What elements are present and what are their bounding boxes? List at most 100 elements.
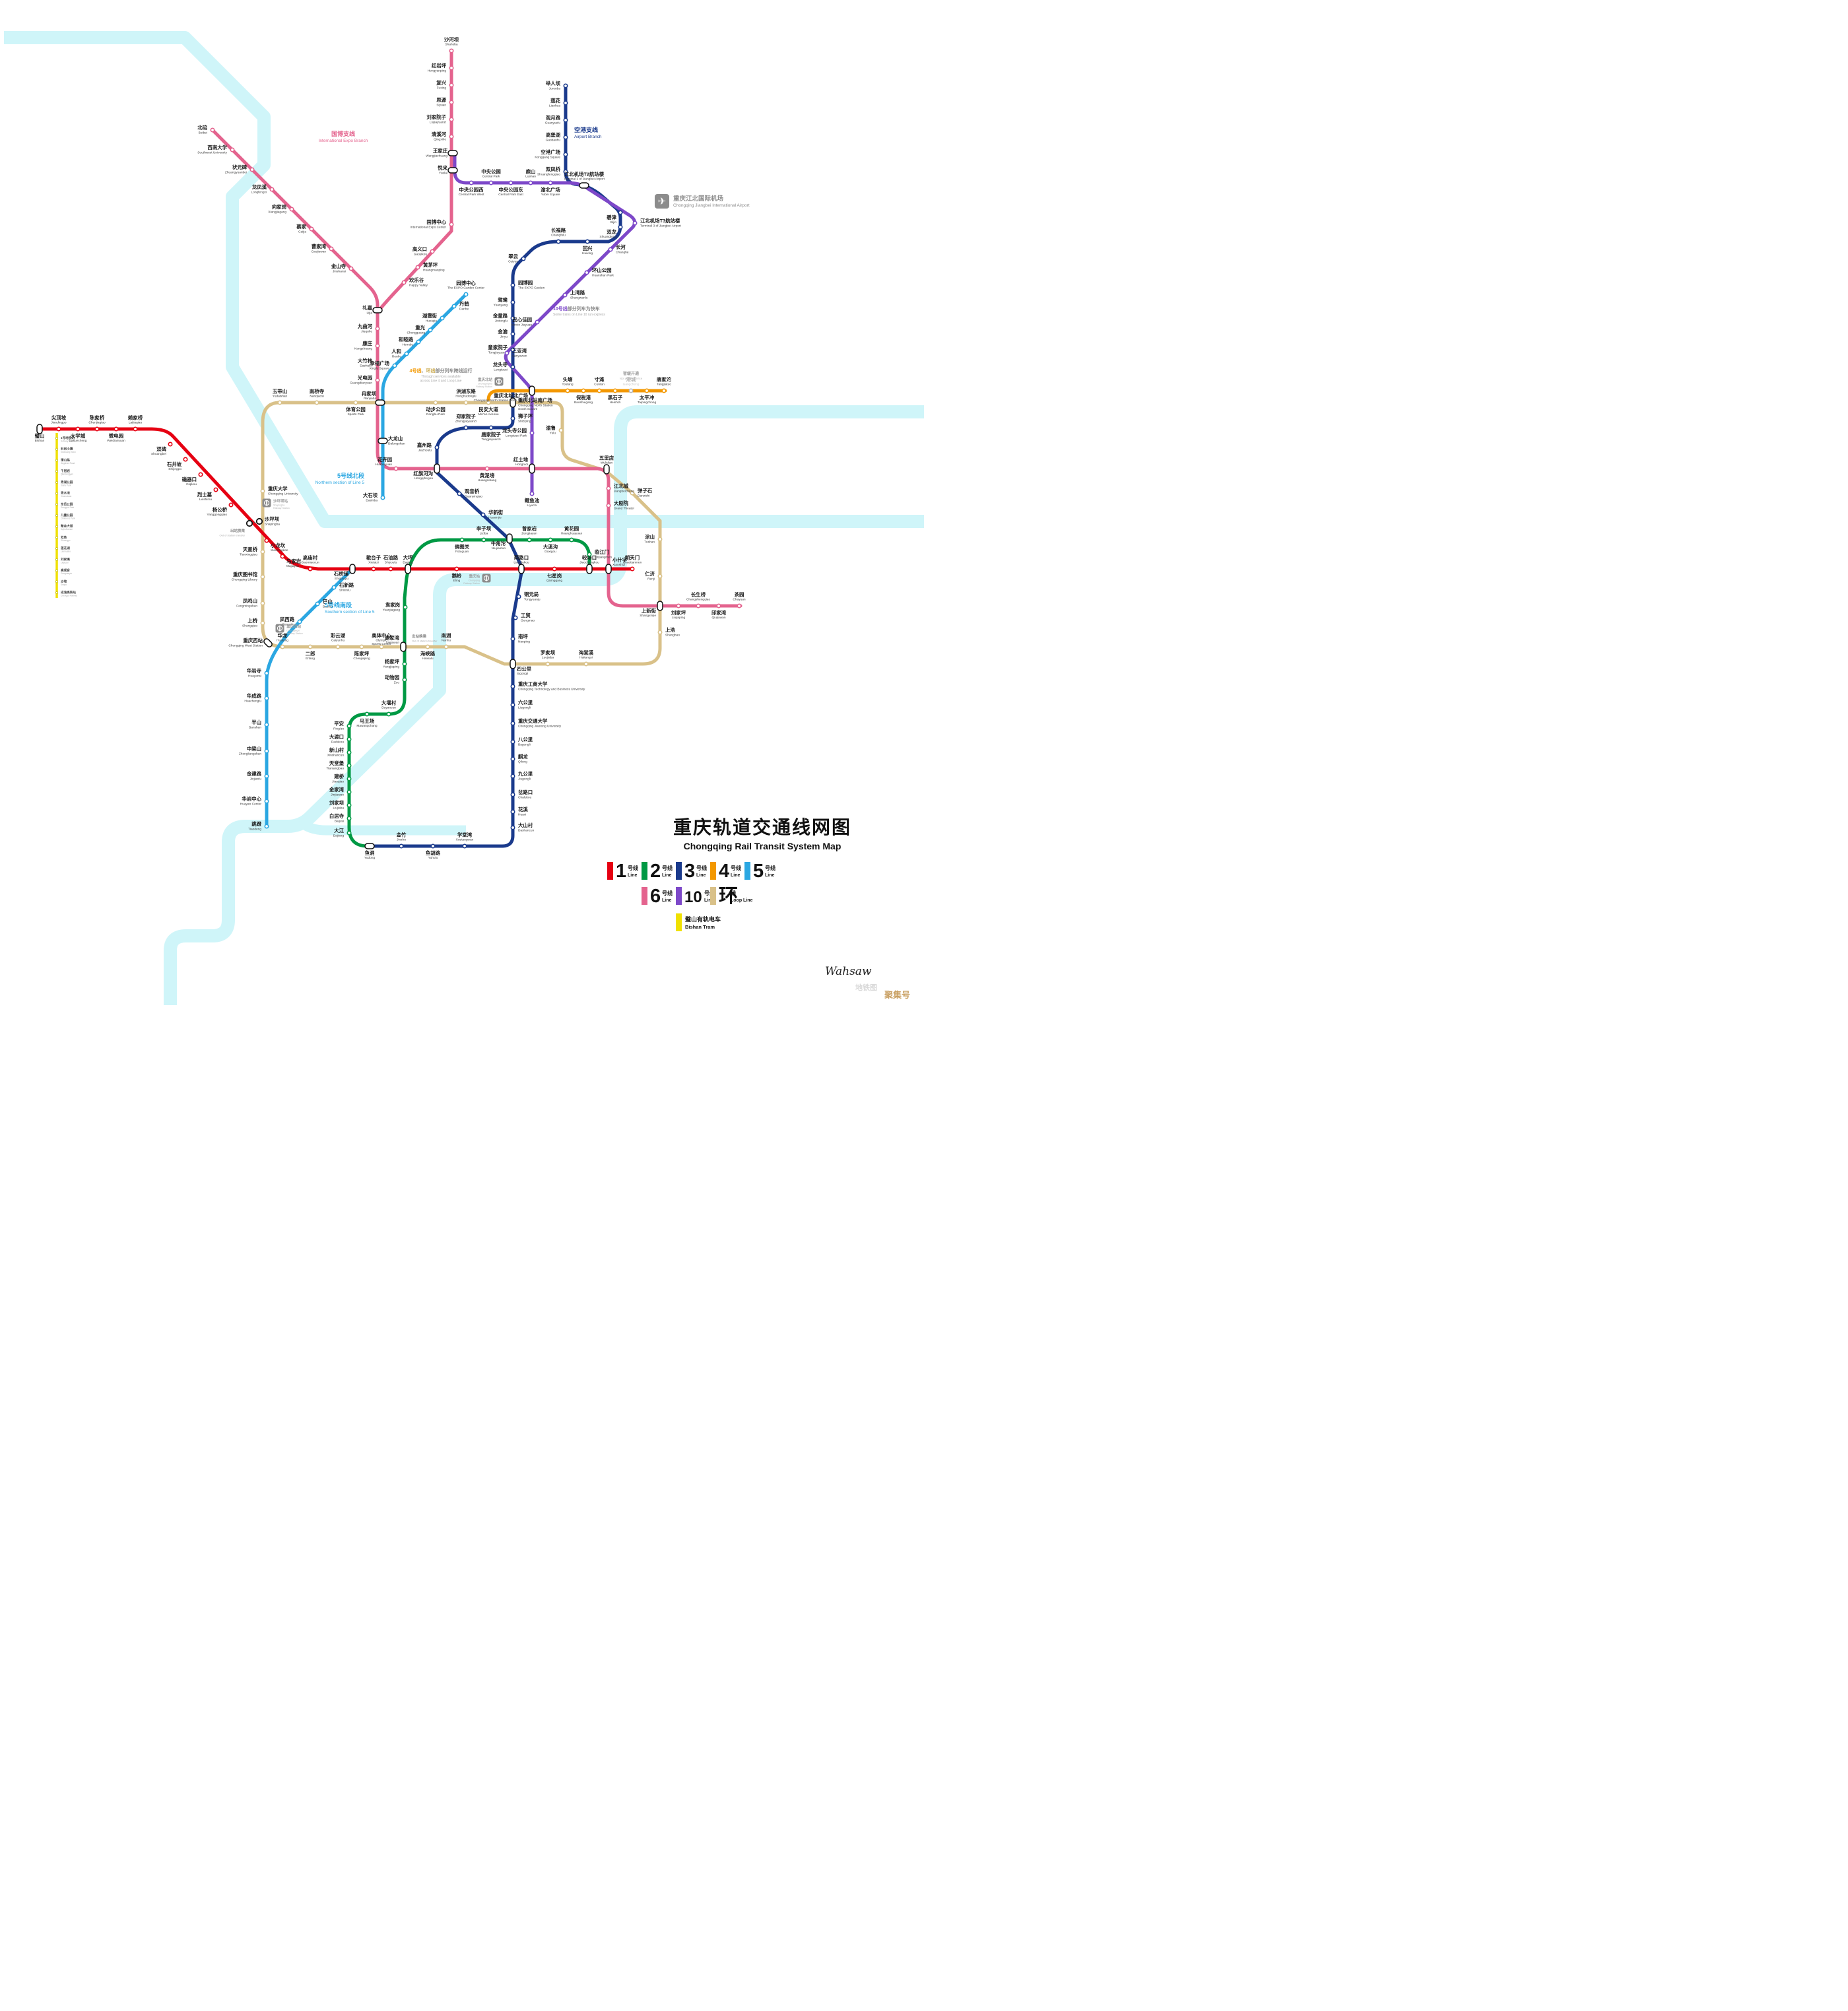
station-label-zh: 复兴	[436, 80, 446, 86]
station-label-en: Huayan Center	[240, 803, 262, 807]
station-label-zh: 六公里	[518, 700, 533, 706]
station-label-en: Chongguang	[407, 331, 426, 335]
station-label-en: Hongqihegou	[414, 477, 433, 480]
station-marker	[346, 737, 352, 742]
note-line: Out of station transfer	[412, 640, 438, 643]
station-label-en: Grand Theater	[614, 507, 635, 511]
station-label-zh: 上新街	[642, 608, 657, 614]
station-label-en: Qingxihe	[434, 138, 446, 142]
svg-text:号线: 号线	[731, 865, 741, 871]
station-label-en: Huanshan Park	[592, 274, 614, 278]
station-label-en: Sports Park	[347, 412, 364, 416]
station-label-zh: 牛角沱	[491, 541, 506, 546]
station-label-zh: 童家院子	[488, 345, 508, 350]
station-marker	[737, 603, 742, 609]
station-label-en: Wangjiazhuang	[426, 154, 447, 158]
station-marker	[463, 292, 469, 297]
svg-text:重庆江北国际机场: 重庆江北国际机场	[673, 195, 724, 203]
tram-station-dot	[55, 558, 59, 561]
line10-group	[453, 151, 637, 496]
station-label-en: Hemulu	[402, 343, 413, 347]
station-label-en: Jiangbeicheng	[614, 490, 634, 494]
station-label-en: Wulidian	[601, 461, 613, 465]
tram-station-dot	[55, 536, 59, 539]
station-marker	[510, 315, 515, 321]
station-label-zh: 长河	[616, 244, 626, 250]
note-line: Northern section of Line 5	[315, 480, 365, 485]
station-marker	[264, 774, 269, 779]
station-label-zh: 重庆北站北广场	[494, 393, 528, 399]
station-label-en: Lianhua	[549, 104, 560, 108]
station-marker	[528, 180, 533, 185]
station-marker	[359, 644, 364, 649]
station-label-en: Central Park West	[459, 193, 484, 197]
station-label-en: Caiyunhu	[331, 639, 345, 643]
svg-text:Railway Station: Railway Station	[463, 582, 480, 585]
station-marker	[510, 282, 515, 288]
station-label-zh: 刘家坝	[329, 800, 345, 806]
station-label-zh: 小什字	[612, 557, 628, 563]
station-label-zh: 袁家岗	[385, 602, 400, 608]
station-label-zh: 唐家沱	[657, 377, 672, 383]
station-marker	[510, 300, 515, 305]
station-label-zh: 仁济	[645, 571, 655, 577]
station-label-zh: 茶园	[734, 592, 744, 598]
station-label-zh: 邱家湾	[711, 610, 727, 616]
station-marker	[583, 661, 589, 667]
station-label-en: South Square	[518, 407, 538, 411]
station-marker	[584, 270, 589, 275]
station-label-en: Nanhu	[442, 639, 451, 643]
svg-text:号线: 号线	[662, 890, 673, 896]
station-marker	[260, 574, 265, 579]
station-label-en: Chongqing North Station	[518, 404, 553, 408]
station-label-en: Huaxi	[518, 813, 526, 817]
station-label-zh: 长生桥	[691, 592, 706, 598]
station-label-zh: 中央公园西	[459, 187, 484, 193]
station-label-zh: 两路口	[514, 555, 529, 561]
note-line: 国博支线	[331, 130, 355, 137]
station-label-zh: 江北机场T2航站楼	[564, 172, 605, 178]
station-label-zh: 大学城	[71, 433, 86, 439]
station-marker	[587, 552, 592, 557]
station-label-en: Tiantangbao	[327, 767, 345, 771]
station-marker	[308, 566, 313, 572]
tram-station-zh: 沙坡	[61, 579, 67, 583]
station-marker	[375, 360, 380, 366]
station-label-en: Liujiayuanzi	[430, 121, 446, 125]
station-label-zh: 花溪	[518, 807, 528, 812]
station-marker	[521, 256, 526, 261]
station-label-zh: 双凤桥	[546, 166, 561, 172]
station-label-zh: 歇台子	[366, 555, 381, 561]
station-label-en: Honghudonglu	[455, 395, 477, 399]
station-label-en: Dazhulin	[360, 364, 372, 368]
station-marker	[510, 721, 515, 726]
station-label-en: Shanghao	[665, 634, 680, 638]
station-label-zh: 石油路	[383, 555, 399, 561]
station-label-zh: 巴山	[323, 599, 333, 605]
station-marker	[581, 388, 586, 393]
station-label-en: Changshengqiao	[686, 598, 711, 602]
station-marker	[416, 339, 421, 345]
station-label-en: Jurenba	[549, 87, 561, 91]
station-marker	[280, 554, 285, 559]
station-label-en: Ping'an	[333, 727, 344, 731]
station-label-en: The EXPO Garden	[518, 286, 545, 290]
